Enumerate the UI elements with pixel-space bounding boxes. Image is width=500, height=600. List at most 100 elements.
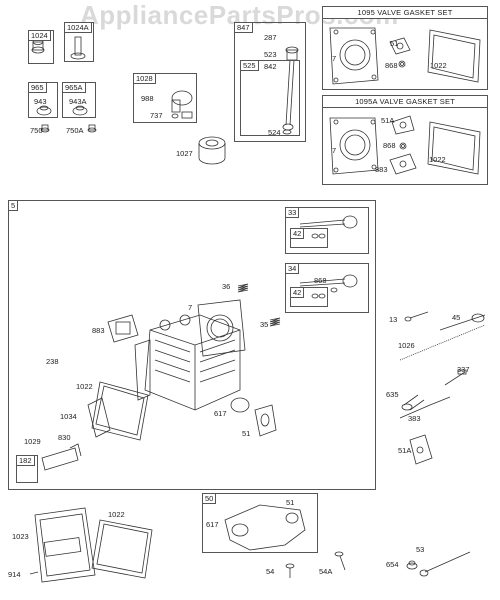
set-1095a-drawing: [329, 115, 481, 175]
springs-drawing: [237, 283, 281, 327]
cylinder-head-drawing: [134, 314, 241, 411]
callout-868: 868: [314, 276, 327, 285]
callout-51: 51: [242, 429, 251, 438]
callout-830: 830: [58, 433, 71, 442]
box-42-lower: 42: [290, 287, 328, 307]
callout-54a: 54A: [319, 567, 333, 576]
callout-set1095a-883: 883: [375, 165, 388, 174]
callout-750a: 750A: [66, 126, 84, 135]
box-number: 42: [291, 229, 305, 239]
valve-34-drawing: [299, 274, 358, 299]
callout-set1095-51: 51: [390, 39, 399, 48]
set-1095-drawing: [329, 27, 481, 85]
gasket-883-drawing: [107, 314, 139, 343]
callout-7: 7: [188, 303, 193, 312]
box-number: 965: [29, 83, 47, 93]
part-847-drawing: [282, 46, 299, 135]
callout-54: 54: [266, 567, 275, 576]
callout-238: 238: [46, 357, 59, 366]
callout-750: 750: [30, 126, 43, 135]
box-number: 1028: [134, 74, 156, 84]
box-42-upper: 42: [290, 228, 328, 248]
callout-set1095-868: 868: [385, 61, 398, 70]
callout-1029: 1029: [24, 437, 41, 446]
rocker-cover-drawing: [29, 507, 96, 583]
box-1024: 1024: [28, 30, 54, 64]
callout-883: 883: [92, 326, 105, 335]
callout-1026: 1026: [398, 341, 415, 350]
callout-383: 383: [408, 414, 421, 423]
box-847: 847: [234, 22, 306, 142]
box-965: 965: [28, 82, 58, 118]
part-1027-drawing: [198, 136, 226, 165]
callout-set1095a-51a: 51A: [381, 116, 395, 125]
callout-1022-lower: 1022: [108, 510, 125, 519]
callout-set1095-7: 7: [332, 54, 337, 63]
callout-set1095a-868: 868: [383, 141, 396, 150]
box-1028: 1028: [133, 73, 197, 123]
box-number: 42: [291, 288, 305, 298]
callout-1034: 1034: [60, 412, 77, 421]
box-number: 33: [286, 208, 300, 218]
plate-1034-drawing: [87, 397, 111, 438]
box-50: 50: [202, 493, 318, 553]
gasket-1022-lower-drawing: [91, 519, 153, 579]
set-title: 1095A VALVE GASKET SET: [323, 96, 487, 108]
box-number: 847: [235, 23, 253, 33]
box-number: 965A: [63, 83, 86, 93]
gasket-1022-drawing: [91, 381, 149, 441]
oring-617-drawing: [230, 397, 250, 413]
callout-1022: 1022: [76, 382, 93, 391]
callout-287: 287: [264, 33, 277, 42]
callout-617-intake: 617: [206, 520, 219, 529]
part-1029-drawing: [41, 443, 82, 471]
box-number: 1024A: [65, 23, 92, 33]
box-965a: 965A: [62, 82, 96, 118]
callout-617: 617: [214, 409, 227, 418]
box-34: 34: [285, 263, 369, 313]
callout-337: 337: [457, 365, 470, 374]
callout-13: 13: [389, 315, 398, 324]
box-5: 5: [8, 200, 376, 490]
box-182: 182: [16, 455, 38, 483]
box-number: 182: [17, 456, 35, 466]
callout-53: 53: [416, 545, 425, 554]
set-1095a: 1095A VALVE GASKET SET: [322, 95, 488, 185]
box-525: 525: [240, 60, 300, 136]
callout-45: 45: [452, 313, 461, 322]
callout-set1095-1022: 1022: [430, 61, 447, 70]
right-parts-drawing: [399, 311, 486, 465]
callout-914: 914: [8, 570, 21, 579]
head-gasket-drawing: [197, 299, 246, 357]
callout-654: 654: [386, 560, 399, 569]
callout-51a: 51A: [398, 446, 412, 455]
box-1024a: 1024A: [64, 22, 94, 62]
bottom-small-parts-drawing: [285, 551, 471, 578]
part-943-drawing: [36, 105, 88, 116]
box-number: 525: [241, 61, 259, 71]
set-title: 1095 VALVE GASKET SET: [323, 7, 487, 19]
callout-set1095a-1022: 1022: [429, 155, 446, 164]
callout-523: 523: [264, 50, 277, 59]
callout-1027: 1027: [176, 149, 193, 158]
callout-set1095a-7: 7: [332, 146, 337, 155]
valve-33-drawing: [299, 215, 358, 239]
callout-51-intake: 51: [286, 498, 295, 507]
callout-842: 842: [264, 62, 277, 71]
callout-943a: 943A: [69, 97, 87, 106]
intake-manifold-drawing: [224, 504, 306, 551]
box-number: 5: [9, 201, 19, 211]
set-1095: 1095 VALVE GASKET SET: [322, 6, 488, 90]
box-number: 34: [286, 264, 300, 274]
box-number: 50: [203, 494, 217, 504]
callout-524: 524: [268, 128, 281, 137]
callout-943: 943: [34, 97, 47, 106]
box-number: 1024: [29, 31, 51, 41]
part-1024a-drawing: [70, 36, 86, 60]
callout-36: 36: [222, 282, 231, 291]
callout-35: 35: [260, 320, 269, 329]
callout-988: 988: [141, 94, 154, 103]
gasket-51-drawing: [254, 404, 277, 437]
